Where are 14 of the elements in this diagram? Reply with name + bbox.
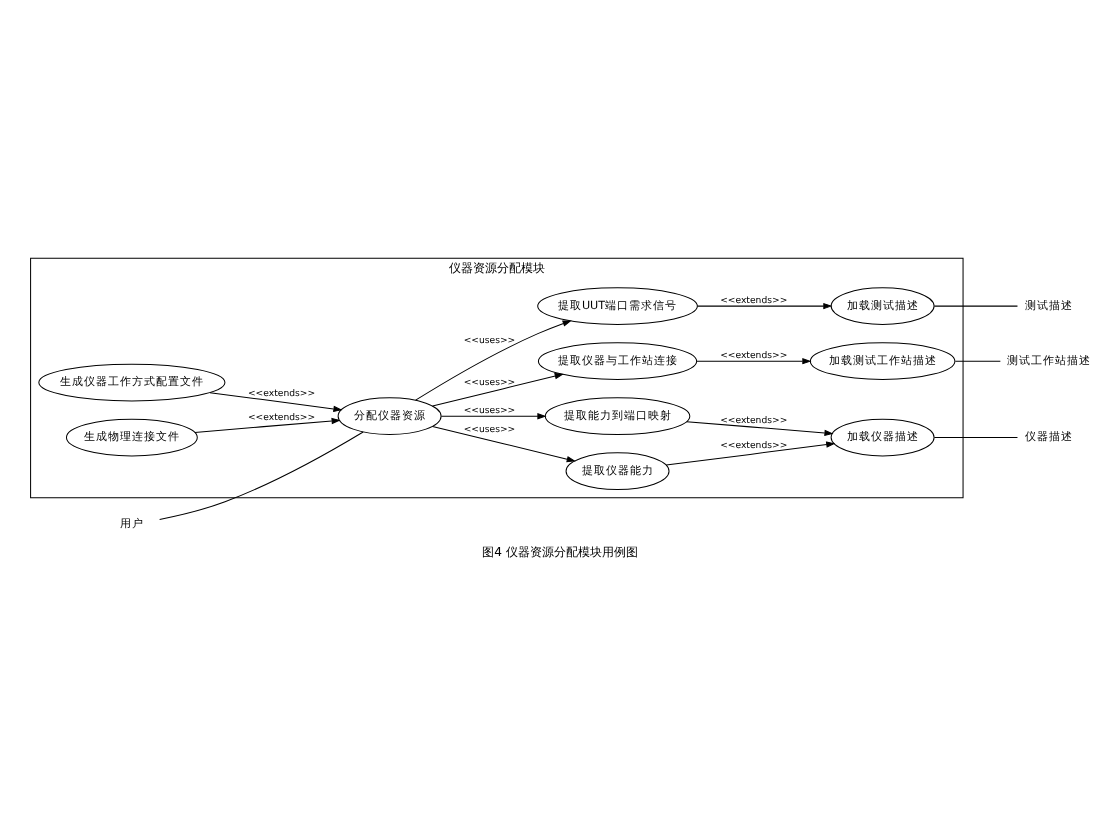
connector xyxy=(159,431,364,520)
connector xyxy=(933,305,1018,307)
arrow xyxy=(696,357,812,365)
connector xyxy=(933,437,1018,439)
arrow xyxy=(696,302,833,310)
arrow xyxy=(686,421,834,437)
arrow xyxy=(440,412,547,420)
arrow xyxy=(209,392,343,413)
arrow xyxy=(432,373,564,407)
arrow xyxy=(194,417,341,433)
arrow xyxy=(432,425,576,463)
arrow xyxy=(415,320,572,401)
arrow xyxy=(665,441,836,466)
connector xyxy=(954,360,1001,362)
